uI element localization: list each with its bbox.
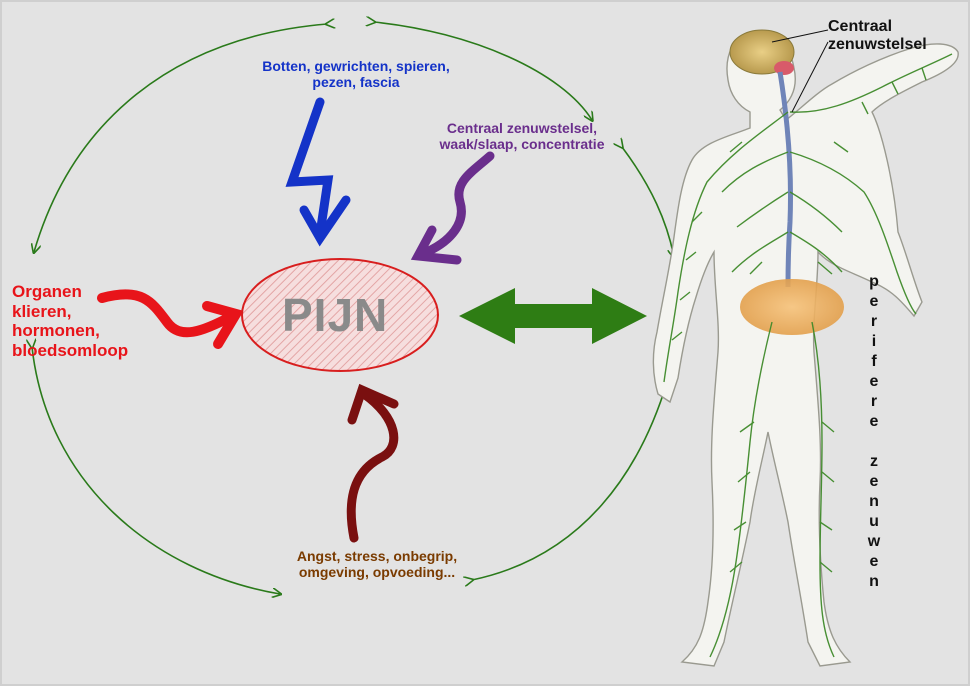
label-musculoskeletal: Botten, gewrichten, spieren, pezen, fasc… <box>250 58 462 90</box>
peripheral-letter: r <box>871 312 877 332</box>
blue-lightning-arrow <box>292 102 346 238</box>
peripheral-letter: r <box>871 392 877 412</box>
pain-label: PIJN <box>282 288 388 342</box>
purple-curved-arrow <box>418 156 490 260</box>
label-central-body: Centraal zenuwstelsel <box>828 18 968 55</box>
peripheral-letter: z <box>870 452 878 472</box>
label-organs: Organen klieren, hormonen, bloedsomloop <box>12 282 172 360</box>
cycle-arrow-bottom-left <box>32 347 280 594</box>
peripheral-letter: e <box>870 412 879 432</box>
peripheral-letter: e <box>870 552 879 572</box>
label-central-nervous-system: Centraal zenuwstelsel, waak/slaap, conce… <box>422 120 622 152</box>
peripheral-letter: w <box>868 532 880 552</box>
peripheral-letter: e <box>870 292 879 312</box>
big-double-arrow <box>459 288 647 344</box>
peripheral-letter <box>872 432 876 452</box>
peripheral-letter: n <box>869 572 879 592</box>
peripheral-letter: n <box>869 492 879 512</box>
peripheral-letter: e <box>870 472 879 492</box>
peripheral-letter: p <box>869 272 879 292</box>
peripheral-letter: f <box>871 352 876 372</box>
peripheral-letter: i <box>872 332 876 352</box>
pelvis <box>740 279 844 335</box>
darkred-curved-arrow <box>351 390 394 538</box>
peripheral-letter: u <box>869 512 879 532</box>
cycle-arrow-bottom-right <box>472 372 670 580</box>
label-psychosocial: Angst, stress, onbegrip, omgeving, opvoe… <box>272 548 482 580</box>
body-silhouette <box>653 32 958 666</box>
cycle-arrow-right-upper <box>622 147 674 257</box>
human-body-figure <box>653 30 958 666</box>
cerebellum <box>774 61 794 75</box>
peripheral-letter: e <box>870 372 879 392</box>
